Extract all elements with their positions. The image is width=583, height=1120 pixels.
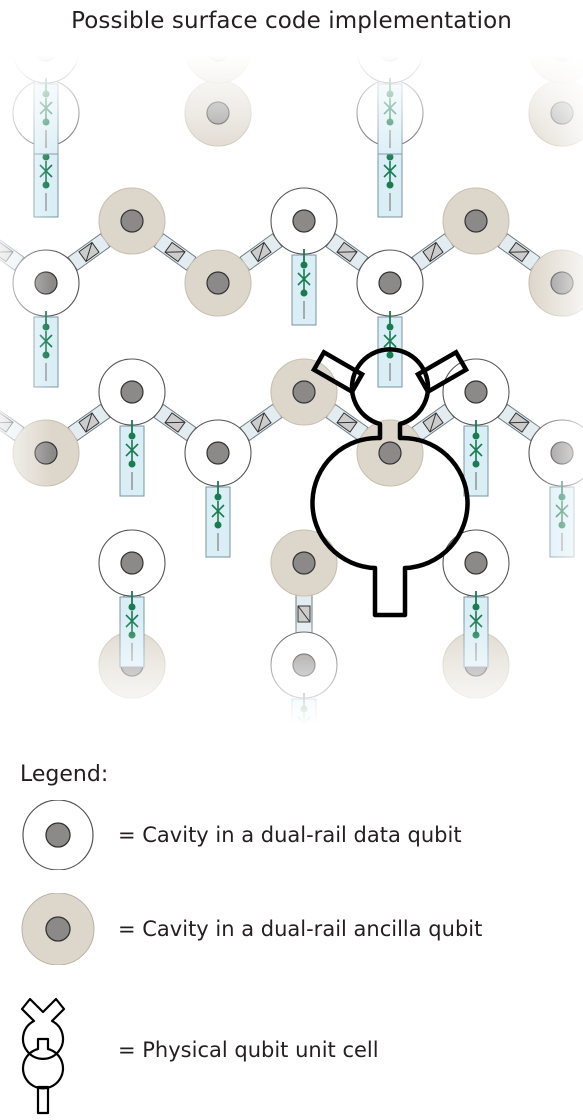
data-cavity-icon: [22, 800, 94, 870]
edge-fade-horizontal: [0, 55, 583, 725]
legend-item-data: = Cavity in a dual-rail data qubit: [0, 800, 583, 870]
legend-heading: Legend:: [20, 762, 109, 787]
legend-label-ancilla: = Cavity in a dual-rail ancilla qubit: [118, 917, 483, 941]
diagram-title: Possible surface code implementation: [71, 8, 512, 34]
unit-cell-icon: [20, 997, 66, 1115]
surface-code-lattice: [0, 55, 583, 725]
legend-item-ancilla: = Cavity in a dual-rail ancilla qubit: [0, 893, 583, 965]
highlighted-unit-cell: [310, 347, 470, 618]
ancilla-cavity-icon: [21, 893, 95, 965]
unit-cell-outline: [310, 347, 470, 618]
legend-item-unit-cell: = Physical qubit unit cell: [0, 985, 583, 1115]
legend-label-unit-cell: = Physical qubit unit cell: [118, 1038, 379, 1062]
unit-cell-arm: [310, 349, 366, 395]
unit-cell-arm: [414, 349, 470, 395]
legend-label-data: = Cavity in a dual-rail data qubit: [118, 823, 462, 847]
